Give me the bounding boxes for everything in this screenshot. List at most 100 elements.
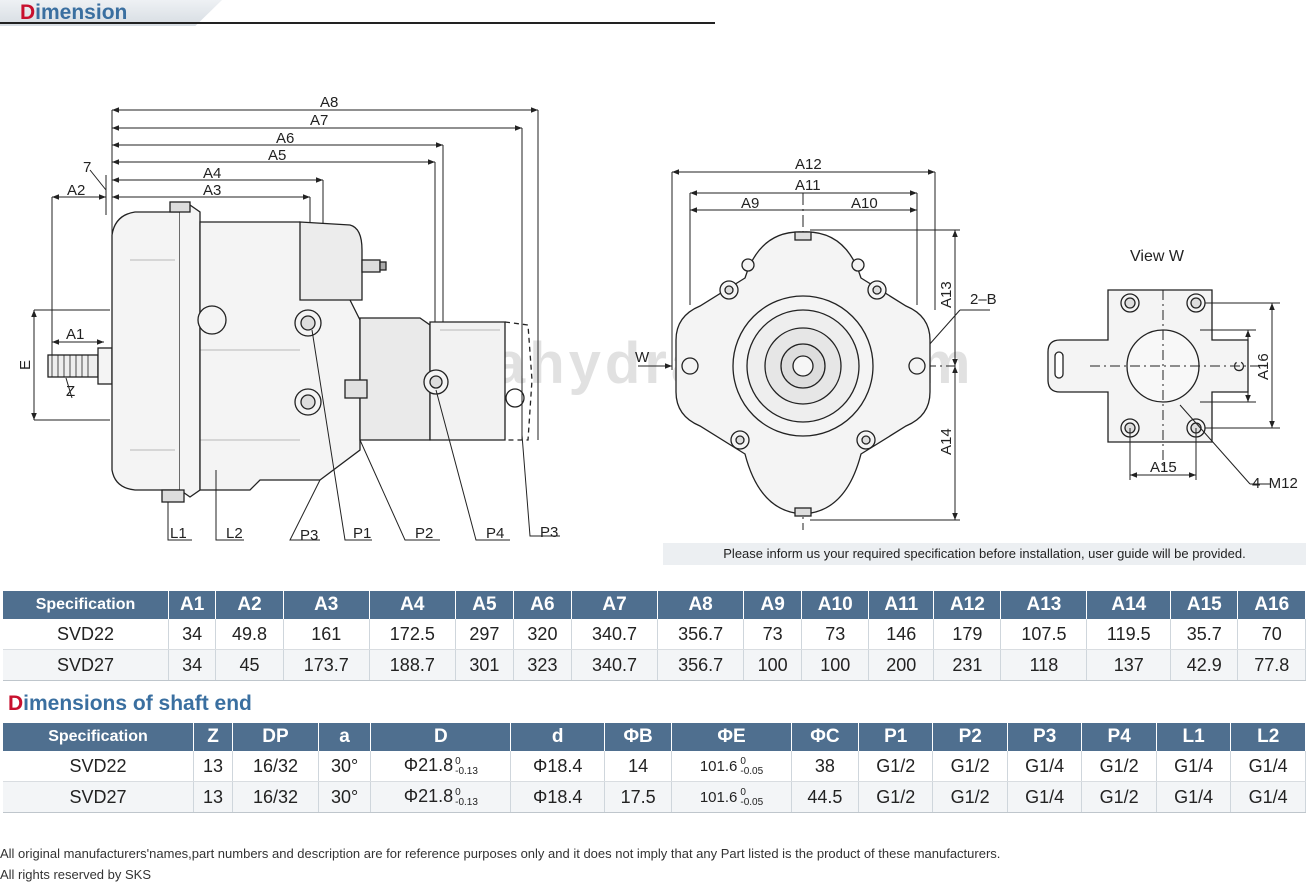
dim-7: 7 [83, 159, 91, 176]
rights-text: All rights reserved by SKS [0, 867, 152, 882]
table-cell: 38 [791, 751, 859, 782]
table-cell: 35.7 [1170, 619, 1239, 650]
table-cell: 137 [1086, 649, 1172, 681]
col-header: A13 [1000, 591, 1088, 619]
disclaimer-text: All original manufacturers'names,part nu… [0, 846, 1001, 861]
col-header: Specification [3, 591, 169, 619]
port-p4: P4 [486, 525, 504, 542]
dim-a15: A15 [1150, 459, 1177, 476]
table-cell: G1/2 [858, 781, 934, 813]
table-cell: 17.5 [604, 781, 673, 813]
dim-e: E [17, 360, 34, 370]
table-cell: G1/4 [1230, 751, 1306, 782]
table-cell: 34 [168, 619, 217, 650]
dim-a1: A1 [66, 326, 84, 343]
table-cell: 49.8 [215, 619, 284, 650]
table-cell: SVD27 [3, 649, 169, 681]
col-header: A4 [369, 591, 456, 619]
table-cell: 323 [513, 649, 572, 681]
table-cell: SVD22 [3, 619, 169, 650]
port-p3-end: P3 [540, 524, 558, 541]
header-rule [0, 22, 715, 24]
dim-a12: A12 [795, 156, 822, 173]
table-cell: 118 [1000, 649, 1088, 681]
col-header: Z [193, 723, 234, 751]
col-header: a [318, 723, 372, 751]
table-cell: 13 [193, 751, 234, 782]
dim-2b: 2–B [970, 291, 997, 308]
table-cell: 119.5 [1086, 619, 1172, 650]
col-header: A15 [1170, 591, 1239, 619]
table-cell: 173.7 [283, 649, 370, 681]
table-row: SVD27 34 45 173.7 188.7 301 323 340.7 35… [3, 649, 1306, 681]
col-header: P3 [1007, 723, 1083, 751]
table-cell: 30° [318, 781, 372, 813]
table-cell: G1/2 [932, 781, 1008, 813]
col-header: DP [232, 723, 319, 751]
dim-a2: A2 [67, 182, 85, 199]
view-w-title: View W [1130, 248, 1185, 265]
table-cell: 179 [933, 619, 1002, 650]
table-cell: 172.5 [369, 619, 456, 650]
installation-note: Please inform us your required specifica… [663, 543, 1306, 565]
dim-a3: A3 [203, 182, 221, 199]
dim-a6: A6 [276, 130, 294, 147]
dim-a9: A9 [741, 195, 759, 212]
col-header: D [370, 723, 512, 751]
table-cell: 73 [743, 619, 803, 650]
table-cell: 200 [868, 649, 935, 681]
table-cell: 146 [868, 619, 935, 650]
table-cell: 45 [215, 649, 284, 681]
dim-a10: A10 [851, 195, 878, 212]
port-p1: P1 [353, 525, 371, 542]
table-cell: G1/4 [1156, 781, 1232, 813]
col-header: d [510, 723, 606, 751]
table-cell: G1/2 [1081, 781, 1157, 813]
dim-a14: A14 [938, 428, 955, 455]
dim-a7: A7 [310, 112, 328, 129]
dimension-table-header: Specification A1 A2 A3 A4 A5 A6 A7 A8 A9… [3, 591, 1306, 619]
col-header: A9 [743, 591, 803, 619]
port-l1: L1 [170, 525, 187, 542]
col-header: A6 [513, 591, 572, 619]
header-tab-shape [0, 0, 222, 26]
table-cell: 188.7 [369, 649, 456, 681]
table-cell: Φ18.4 [510, 781, 606, 813]
table-cell: 107.5 [1000, 619, 1088, 650]
col-header: ΦC [791, 723, 859, 751]
col-header: Specification [3, 723, 194, 751]
col-header: A8 [657, 591, 745, 619]
col-header: A7 [571, 591, 659, 619]
port-p3: P3 [300, 527, 318, 544]
table-cell: G1/2 [1081, 751, 1157, 782]
table-cell: G1/2 [932, 751, 1008, 782]
table-cell: G1/4 [1156, 751, 1232, 782]
page-title: Dimension [20, 1, 128, 24]
table-cell: 30° [318, 751, 372, 782]
table-cell: 231 [933, 649, 1002, 681]
col-header: A10 [801, 591, 870, 619]
dim-a11: A11 [795, 177, 821, 194]
table-cell: 320 [513, 619, 572, 650]
col-header: ΦE [671, 723, 792, 751]
table-cell: 14 [604, 751, 673, 782]
table-cell: G1/2 [858, 751, 934, 782]
col-header: ΦB [604, 723, 673, 751]
table-cell: 340.7 [571, 619, 659, 650]
table-cell: 34 [168, 649, 217, 681]
dim-z: Z [66, 383, 75, 400]
col-header: A2 [215, 591, 284, 619]
col-header: A16 [1237, 591, 1306, 619]
view-w-arrow-label: W [635, 349, 650, 366]
dim-c: C [1231, 361, 1248, 372]
table-cell: 356.7 [657, 619, 745, 650]
col-header: A1 [168, 591, 217, 619]
table-cell: 356.7 [657, 649, 745, 681]
table-cell: 73 [801, 619, 870, 650]
